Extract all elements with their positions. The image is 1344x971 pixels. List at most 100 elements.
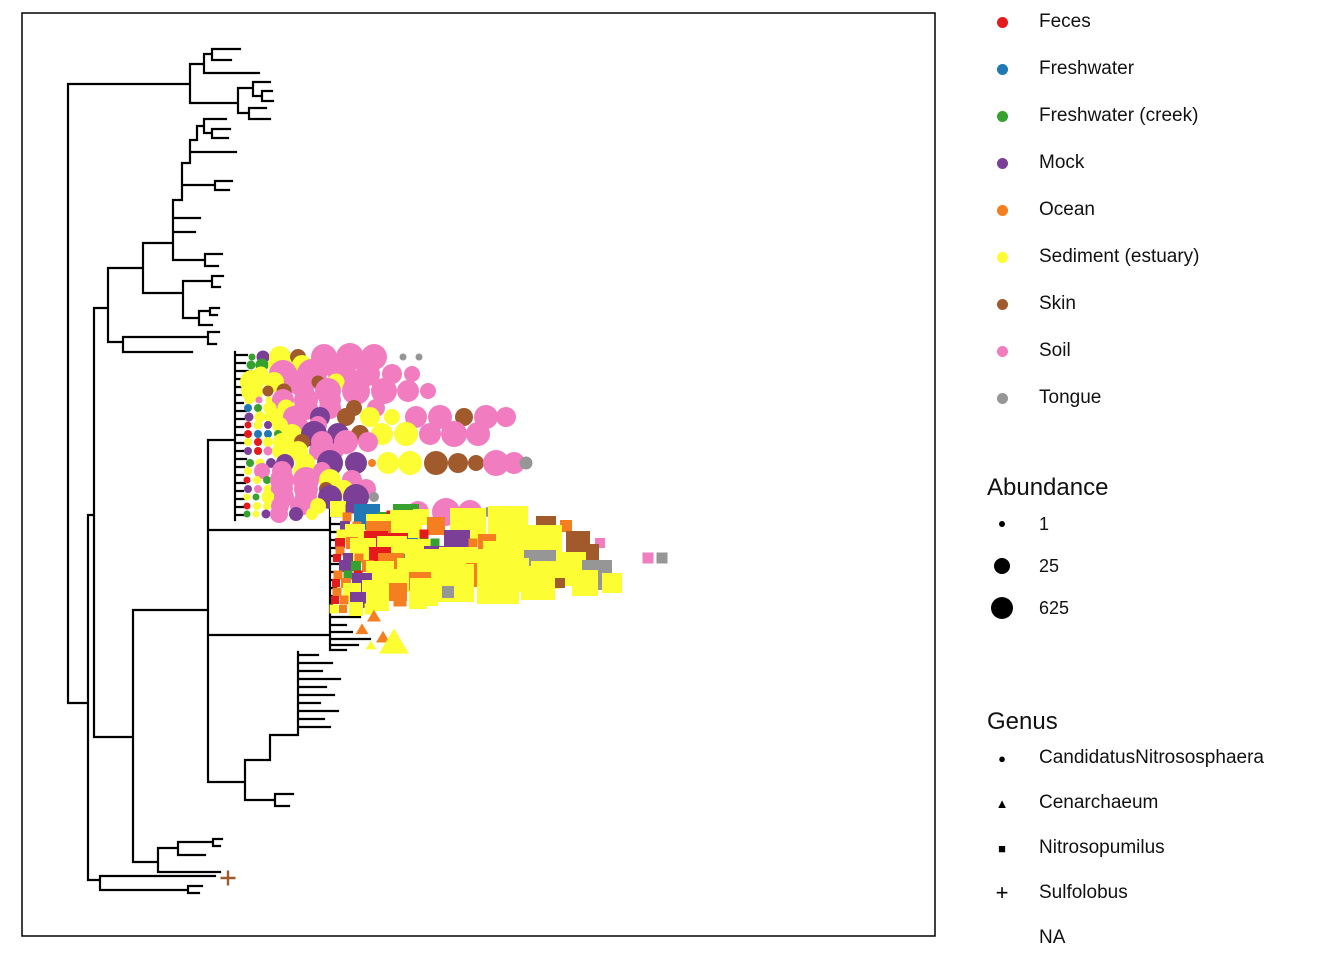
abundance-circle-marker bbox=[404, 366, 420, 382]
abundance-circle-marker bbox=[262, 385, 274, 397]
abundance-circle-marker bbox=[261, 509, 271, 519]
abundance-square-marker bbox=[332, 579, 340, 587]
abundance-circle-marker bbox=[246, 459, 254, 467]
sample-color-dot-icon bbox=[985, 16, 1019, 28]
abundance-circle-marker bbox=[244, 412, 254, 422]
abundance-dot-25 bbox=[994, 558, 1010, 574]
abundance-circle-marker bbox=[254, 485, 262, 493]
triangle-glyph-icon: ▲ bbox=[985, 797, 1019, 810]
abundance-square-marker bbox=[436, 564, 474, 602]
abundance-triangle-marker bbox=[367, 609, 381, 622]
abundance-square-marker bbox=[468, 538, 478, 548]
legend-genus-item-na: NA bbox=[985, 926, 1340, 950]
legend-sample-label-ocean: Ocean bbox=[1039, 199, 1095, 220]
sediment-estuary-color-swatch bbox=[996, 251, 1008, 263]
abundance-size-dot-icon bbox=[985, 597, 1019, 619]
abundance-square-marker bbox=[351, 561, 361, 571]
abundance-circle-marker bbox=[253, 502, 261, 510]
abundance-circle-marker bbox=[263, 437, 273, 447]
legend-sample-label-soil: Soil bbox=[1039, 340, 1071, 361]
square-icon: ■ bbox=[998, 840, 1006, 856]
abundance-circle-marker bbox=[244, 430, 252, 438]
abundance-circle-marker bbox=[503, 452, 525, 474]
abundance-circle-marker bbox=[244, 447, 252, 455]
abundance-square-marker bbox=[477, 562, 519, 604]
legend-sample-label-sediment-estuary: Sediment (estuary) bbox=[1039, 246, 1200, 267]
abundance-circle-marker bbox=[394, 422, 418, 446]
abundance-square-marker bbox=[409, 591, 427, 609]
abundance-square-marker bbox=[656, 552, 668, 564]
abundance-dot-625 bbox=[991, 597, 1013, 619]
sample-color-dot-icon bbox=[985, 392, 1019, 404]
abundance-circle-marker bbox=[266, 458, 276, 468]
abundance-circle-marker bbox=[343, 484, 369, 510]
abundance-circle-marker bbox=[244, 467, 252, 475]
legend-abundance-label-25: 25 bbox=[1039, 555, 1060, 576]
sample-color-dot-icon bbox=[985, 204, 1019, 216]
abundance-circle-marker bbox=[360, 407, 380, 427]
abundance-circle-marker bbox=[264, 430, 272, 438]
abundance-circle-marker bbox=[243, 510, 251, 518]
abundance-square-marker bbox=[430, 538, 440, 548]
square-glyph-icon: ■ bbox=[985, 842, 1019, 855]
abundance-circle-marker bbox=[448, 453, 468, 473]
abundance-circle-marker bbox=[519, 456, 533, 470]
legend-abundance-label-625: 625 bbox=[1039, 597, 1070, 618]
abundance-circle-marker bbox=[244, 438, 252, 446]
abundance-circle-marker bbox=[397, 380, 419, 402]
ocean-color-swatch bbox=[996, 204, 1008, 216]
abundance-circle-marker bbox=[270, 505, 288, 523]
abundance-square-marker bbox=[333, 570, 343, 580]
legend-sample-item-sediment-estuary: Sediment (estuary) bbox=[985, 245, 1340, 269]
legend-genus-item-candidatusnitrososphaera: ●CandidatusNitrososphaera bbox=[985, 746, 1340, 770]
abundance-square-marker bbox=[339, 560, 351, 572]
abundance-circle-marker bbox=[248, 353, 256, 361]
legend-sample-item-freshwater-creek: Freshwater (creek) bbox=[985, 104, 1340, 128]
abundance-square-marker bbox=[354, 553, 364, 563]
circle-icon: ● bbox=[998, 750, 1006, 766]
legend-sample-item-skin: Skin bbox=[985, 292, 1340, 316]
legend-genus-list: ●CandidatusNitrososphaera▲Cenarchaeum■Ni… bbox=[985, 746, 1340, 950]
abundance-circle-marker bbox=[358, 432, 378, 452]
plot-border bbox=[21, 12, 936, 937]
skin-color-swatch bbox=[996, 298, 1008, 310]
abundance-square-marker bbox=[393, 593, 407, 607]
plus-icon: + bbox=[995, 880, 1009, 905]
abundance-circle-marker bbox=[405, 406, 427, 428]
freshwater-color-swatch bbox=[996, 63, 1008, 75]
abundance-circle-marker bbox=[253, 420, 263, 430]
abundance-circle-marker bbox=[254, 438, 262, 446]
legend-sample-label-tongue: Tongue bbox=[1039, 387, 1102, 408]
abundance-circle-marker bbox=[254, 430, 262, 438]
abundance-circle-marker bbox=[306, 508, 318, 520]
abundance-square-marker bbox=[364, 603, 376, 615]
abundance-circle-marker bbox=[243, 476, 251, 484]
abundance-square-marker bbox=[343, 553, 353, 563]
legend-sample-label-freshwater-creek: Freshwater (creek) bbox=[1039, 105, 1199, 126]
abundance-circle-marker bbox=[455, 408, 473, 426]
abundance-square-marker bbox=[331, 596, 339, 604]
abundance-circle-marker bbox=[255, 396, 263, 404]
legend-genus-label-na: NA bbox=[1039, 927, 1066, 948]
abundance-circle-marker bbox=[243, 502, 251, 510]
legend-sample-label-feces: Feces bbox=[1039, 11, 1091, 32]
abundance-circle-marker bbox=[246, 360, 256, 370]
abundance-square-marker bbox=[330, 501, 346, 517]
abundance-triangle-marker bbox=[365, 640, 377, 650]
legend-sample-item-soil: Soil bbox=[985, 339, 1340, 363]
abundance-circle-marker bbox=[263, 446, 273, 456]
abundance-circle-marker bbox=[254, 404, 262, 412]
sulfolobus-plus-marker bbox=[220, 870, 236, 886]
abundance-circle-marker bbox=[369, 492, 379, 502]
legend-sample-label-mock: Mock bbox=[1039, 152, 1085, 173]
abundance-square-marker bbox=[343, 570, 353, 580]
abundance-circle-marker bbox=[483, 450, 509, 476]
abundance-circle-marker bbox=[244, 404, 252, 412]
abundance-square-marker bbox=[442, 586, 454, 598]
abundance-square-marker bbox=[336, 529, 346, 539]
abundance-circle-marker bbox=[254, 447, 262, 455]
abundance-circle-marker bbox=[263, 476, 271, 484]
abundance-circle-marker bbox=[243, 493, 251, 501]
